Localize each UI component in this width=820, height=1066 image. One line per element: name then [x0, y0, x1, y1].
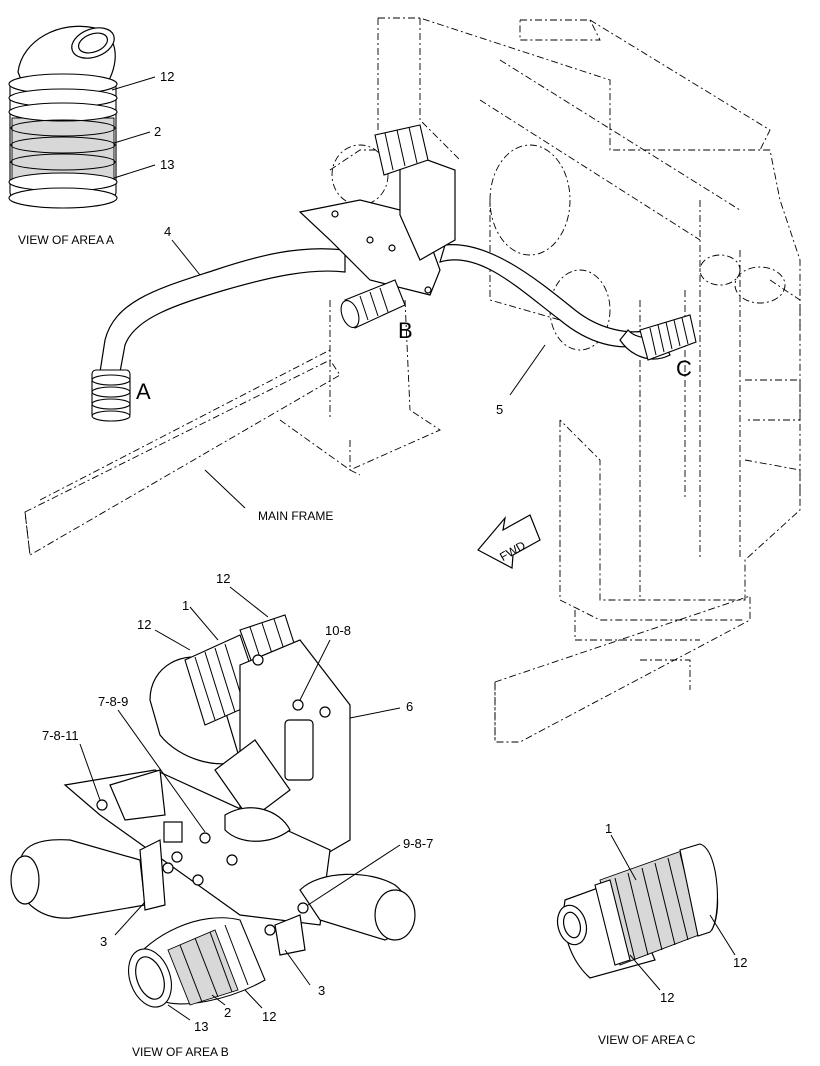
- area-c-detail: [556, 834, 736, 991]
- area-b-callout-7-8-9: 7-8-9: [98, 694, 128, 709]
- main-frame-drawing: [24, 17, 801, 743]
- area-b-caption: VIEW OF AREA B: [132, 1045, 229, 1059]
- area-marker-c: C: [676, 356, 692, 381]
- area-c-callout-12-bottom: 12: [660, 990, 674, 1005]
- area-c-callout-12-right: 12: [733, 955, 747, 970]
- area-marker-a: A: [136, 379, 151, 404]
- area-b-callout-12-left: 12: [137, 617, 151, 632]
- main-callout-5: 5: [496, 402, 503, 417]
- area-a-detail: [8, 25, 156, 209]
- area-b-callout-13: 13: [194, 1019, 208, 1034]
- area-b-detail: [10, 586, 416, 1021]
- area-b-callout-10-8: 10-8: [325, 623, 351, 638]
- area-a-caption: VIEW OF AREA A: [18, 233, 114, 247]
- area-b-callout-7-8-11: 7-8-11: [42, 728, 79, 743]
- area-b-callout-12-bottom: 12: [262, 1009, 276, 1024]
- area-b-callout-12-top: 12: [216, 571, 230, 586]
- main-frame-label: MAIN FRAME: [258, 509, 333, 523]
- area-a-callout-13: 13: [160, 157, 174, 172]
- area-a-callout-12: 12: [160, 69, 174, 84]
- area-c-callout-1: 1: [605, 821, 612, 836]
- area-b-callout-9-8-7: 9-8-7: [403, 836, 433, 851]
- area-marker-b: B: [398, 318, 413, 343]
- area-a-callout-2: 2: [154, 124, 161, 139]
- area-b-callout-6: 6: [406, 699, 413, 714]
- area-b-callout-1: 1: [182, 598, 189, 613]
- area-b-callout-3-left: 3: [100, 934, 107, 949]
- fwd-arrow-icon: FWD: [477, 514, 541, 569]
- area-c-caption: VIEW OF AREA C: [598, 1033, 696, 1047]
- area-b-callout-2: 2: [224, 1005, 231, 1020]
- main-callout-4: 4: [164, 224, 171, 239]
- area-b-callout-3-right: 3: [318, 983, 325, 998]
